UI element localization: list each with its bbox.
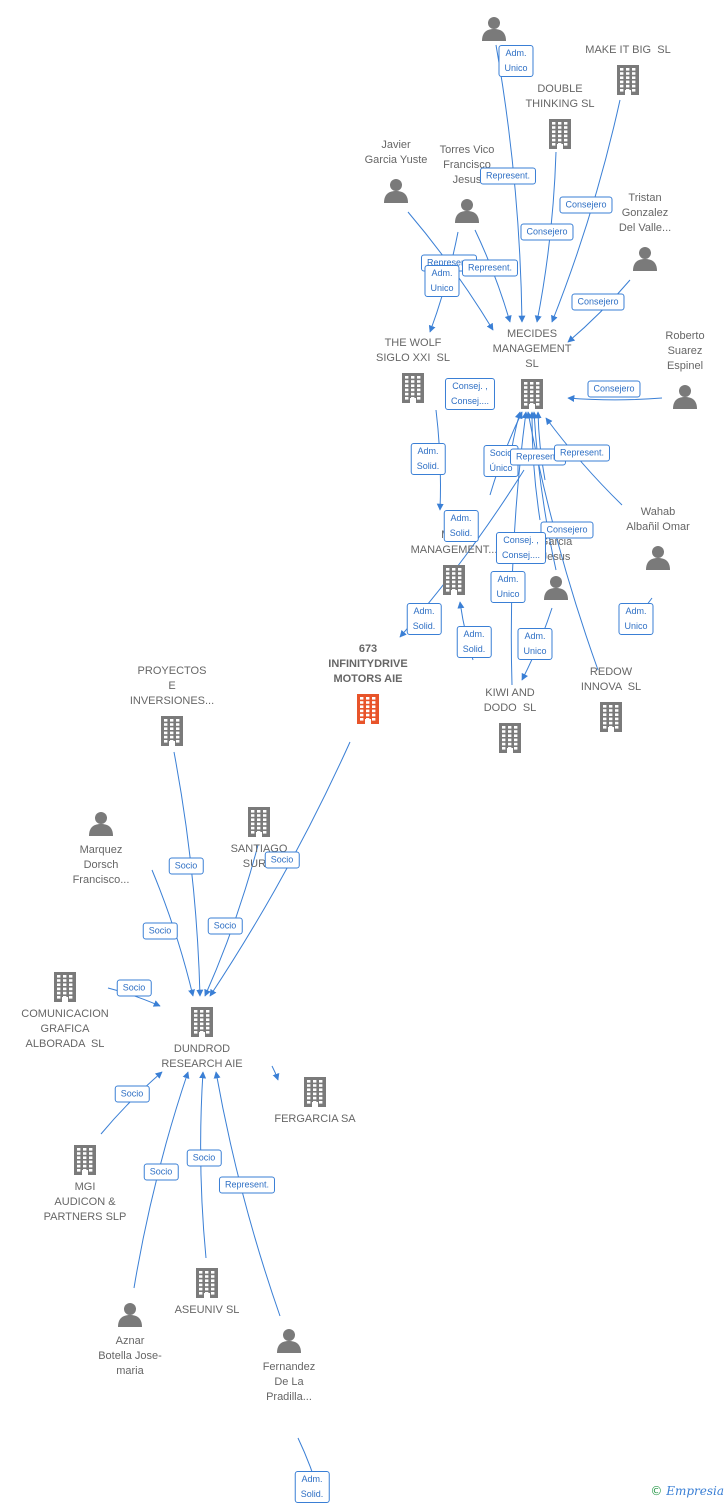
edge-line [534,411,546,481]
node-label[interactable]: MAKE IT BIG SL [585,44,671,56]
node-label[interactable]: DUNDROD RESEARCH AIE [161,1043,243,1070]
node-label[interactable]: Marquez Dorsch Francisco... [72,844,130,886]
relation-label: Represent. [218,1176,276,1194]
node-label[interactable]: Javier Garcia Yuste [364,139,428,166]
relation-label: Socio [142,922,178,940]
relation-label: Adm. Unico [498,45,534,77]
copyright-symbol: © [650,1484,663,1498]
node-label[interactable]: ASEUNIV SL [174,1304,240,1316]
relation-label: Consejero [540,521,594,539]
relation-label: Adm. Solid. [406,603,442,635]
building-icon[interactable] [546,117,574,151]
edge-line [209,741,351,997]
relation-label: Socio [186,1149,222,1167]
edge-line [525,411,599,671]
relation-label: Adm. Solid. [443,510,479,542]
relation-label: Consejero [559,196,613,214]
building-icon[interactable] [518,377,546,411]
building-icon[interactable] [496,721,524,755]
relation-label: Adm. Unico [424,265,460,297]
node-label[interactable]: Fernandez De La Pradilla... [262,1361,316,1403]
building-icon[interactable] [399,371,427,405]
relation-label: Consej. , Consej.... [444,378,496,410]
node-label[interactable]: PROYECTOS E INVERSIONES... [129,665,215,707]
brand-footer: © Empresia [650,1484,724,1498]
person-icon[interactable] [543,574,569,600]
building-icon[interactable] [614,63,642,97]
relation-label: Adm. Solid. [294,1471,330,1503]
relation-label: Socio [207,917,243,935]
node-label[interactable]: COMUNICACION GRAFICA ALBORADA SL [21,1008,109,1050]
relation-label: Socio [264,851,300,869]
relation-label: Adm. Unico [517,628,553,660]
node-label[interactable]: Aznar Botella Jose- maria [98,1335,162,1377]
edge-line [567,395,663,402]
relation-label: Consejero [571,293,625,311]
node-label[interactable]: 673 INFINITYDRIVE MOTORS AIE [328,643,408,685]
edge-line [271,1065,280,1081]
relation-label: Socio [114,1085,150,1103]
building-icon[interactable] [440,563,468,597]
edge-line [567,279,631,343]
relation-label: Consejero [520,223,574,241]
relation-label: Socio [143,1163,179,1181]
building-icon[interactable] [354,692,382,726]
edge-line [530,411,557,571]
node-label[interactable]: MECIDES MANAGEMENT SL [492,328,572,370]
relation-label: Represent. [479,167,537,185]
person-icon[interactable] [276,1327,302,1353]
person-icon[interactable] [632,245,658,271]
edge-line [545,417,623,506]
node-label[interactable]: Tristan Gonzalez Del Valle... [618,192,672,234]
relation-label: Adm. Unico [490,571,526,603]
person-icon[interactable] [454,197,480,223]
node-label[interactable]: Wahab Albañil Omar [626,506,690,533]
building-icon[interactable] [597,700,625,734]
relation-label: Socio [168,857,204,875]
person-icon[interactable] [645,544,671,570]
edge-line [528,411,541,521]
node-label[interactable]: FERGARCIA SA [274,1113,356,1125]
relation-label: Adm. Solid. [456,626,492,658]
node-label[interactable]: Roberto Suarez Espinel [665,330,705,372]
person-icon[interactable] [117,1301,143,1327]
building-icon[interactable] [245,805,273,839]
building-icon[interactable] [51,970,79,1004]
node-label[interactable]: KIWI AND DODO SL [483,687,537,714]
relation-label: Adm. Solid. [410,443,446,475]
edge-line [213,1071,281,1317]
node-label[interactable]: Torres Vico Francisco Jesus [439,144,495,186]
building-icon[interactable] [193,1266,221,1300]
relation-label: Adm. Unico [618,603,654,635]
building-icon[interactable] [188,1005,216,1039]
relation-label: Consej. , Consej.... [495,532,547,564]
person-icon[interactable] [672,383,698,409]
edge-line [100,1071,163,1135]
person-icon[interactable] [88,810,114,836]
node-label[interactable]: THE WOLF SIGLO XXI SL [376,337,450,364]
building-icon[interactable] [71,1143,99,1177]
person-icon[interactable] [383,177,409,203]
building-icon[interactable] [158,714,186,748]
relation-label: Socio [116,979,152,997]
person-icon[interactable] [481,15,507,41]
node-label[interactable]: MGI AUDICON & PARTNERS SLP [43,1181,127,1223]
building-icon[interactable] [301,1075,329,1109]
relation-label: Represent. [553,444,611,462]
relation-label: Represent. [461,259,519,277]
relation-label: Consejero [587,380,641,398]
node-label[interactable]: REDOW INNOVA SL [580,666,642,693]
node-label[interactable]: DOUBLE THINKING SL [525,83,595,110]
brand-name: Empresia [666,1484,724,1498]
